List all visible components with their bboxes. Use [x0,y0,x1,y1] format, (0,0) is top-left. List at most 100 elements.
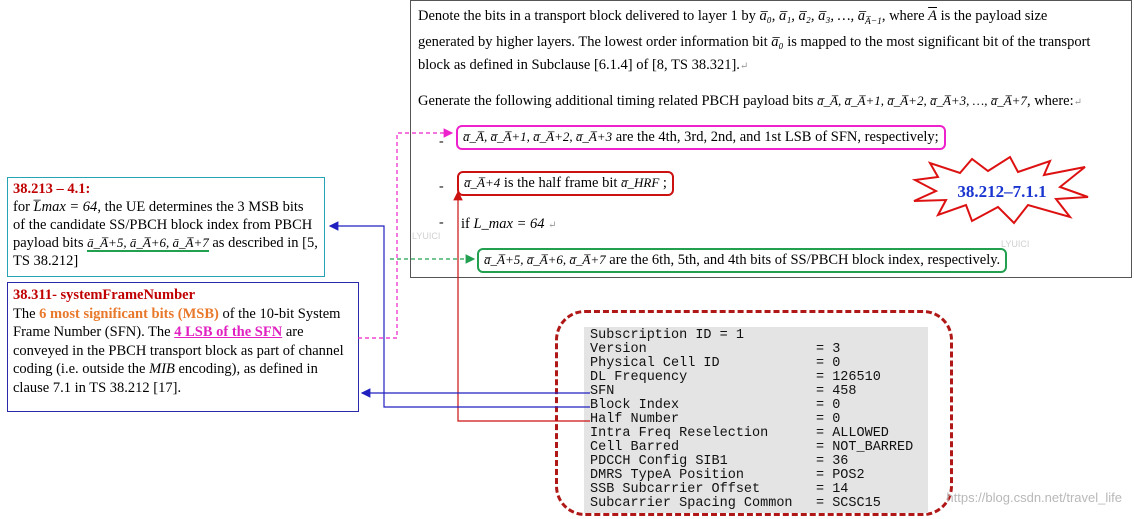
body-text: , the UE determines the 3 MSB bits of th… [13,199,313,251]
ssb-index-highlight: a̅_A̅+5, a̅_A̅+6, a̅_A̅+7 are the 6th, 5… [477,248,1008,273]
mib-field-value: 3 [832,342,841,357]
body-text: are conveyed in the PBCH transport block… [13,324,344,377]
timing-payload-bits: a̅_A̅, a̅_A̅+1, a̅_A̅+2, a̅_A̅+3, …, a̅_… [817,93,1027,108]
sfn-lsb-highlight: a̅_A̅, a̅_A̅+1, a̅_A̅+2, a̅_A̅+3 are the… [456,125,946,150]
hrf-bit-symbol: a̅_HRF [621,175,660,190]
mib-row: PDCCH Config SIB1= 36 [590,455,848,469]
mib-row: Physical Cell ID = 0 [590,357,840,371]
spec-text: is mapped to the most significant bit of… [787,34,1091,50]
spec-text: th, 3rd, 2nd, and 1st LSB of SFN, respec… [665,129,939,145]
half-frame-bit-symbol: a̅_A̅+4 [464,175,501,190]
sfn-lsb-bits: a̅_A̅, a̅_A̅+1, a̅_A̅+2, a̅_A̅+3 [463,129,613,144]
mib-subscription-header: Subscription ID = 1 [590,328,744,343]
spec-text: block as defined in Subclause [6.1.4] of… [418,57,740,73]
spec-paragraph-1-line-2: generated by higher layers. The lowest o… [418,33,1090,51]
mib-term: MIB [149,361,175,377]
mib-field-value: 126510 [832,370,881,385]
mib-field-value: 0 [832,412,841,427]
mib-equals: = [816,398,833,413]
spec-text: are the 6th, 5th, and 4th bits of SS/PBC… [609,252,1001,268]
mib-row: SFN = 458 [590,385,857,399]
body-text: of the 10-bit System Frame Number (SFN).… [13,305,341,341]
mib-field-value: 0 [832,356,841,371]
spec-text: if [461,216,470,232]
mib-field-value: 36 [832,454,849,469]
mib-row: Intra Freq Reselection= ALLOWED [590,427,889,441]
mib-field-name: Version [590,342,647,357]
spec-reference-starburst: 38.212–7.1.1 [911,155,1089,225]
mib-equals: = [816,496,833,511]
mib-field-value: 0 [832,398,841,413]
half-frame-bit-highlight: a̅_A̅+4 is the half frame bit a̅_HRF ; [457,171,674,196]
mib-field-value: 458 [832,384,857,399]
mib-field-name: Cell Barred [590,440,680,455]
mib-equals: = [816,356,833,371]
mib-field-name: Subcarrier Spacing Common [590,496,793,511]
body-text: encoding), as defined in clause 7.1 in T… [13,361,318,396]
sfn-msb-highlight: 6 most significant bits (MSB) [39,305,219,322]
payload-size-symbol: A [928,8,937,24]
spec-paragraph-1-line-1: Denote the bits in a transport block del… [418,7,1047,31]
ssb-msb-bits: ā_A̅+5, ā_A̅+6, ā_A̅+7 [87,235,209,252]
mib-field-value: ALLOWED [832,426,889,441]
mib-equals: = [816,412,833,427]
lmax-expression: L_max = 64 [473,216,545,232]
lmax-expression: L̅max = 64 [33,199,98,215]
mib-row: DL Frequency = 126510 [590,371,881,385]
spec-text: Denote the bits in a transport block del… [418,8,756,24]
mib-row: Block Index = 0 [590,399,840,413]
starburst-shape [911,155,1089,225]
ts-38-213-box: 38.213 – 4.1: for L̅max = 64, the UE det… [7,177,325,277]
body-text: for [13,199,30,215]
mib-row: Subcarrier Spacing Common = SCSC15 [590,497,881,511]
faint-watermark: LYUICI [412,231,441,241]
spec-paragraph-1-line-3: block as defined in Subclause [6.1.4] of… [418,57,749,73]
mib-row: Version = 3 [590,343,840,357]
mib-field-name: Intra Freq Reselection [590,426,769,441]
starburst-label: 38.212–7.1.1 [957,182,1046,201]
mib-field-name: SFN [590,384,615,399]
list-dash: - [439,134,444,149]
ts-38-331-title: 38.311- systemFrameNumber [13,287,196,303]
sfn-lsb-highlight-text: 4 LSB of the SFN [174,324,283,340]
mib-field-name: PDCCH Config SIB1 [590,454,728,469]
spec-text: generated by higher layers. The lowest o… [418,34,768,50]
spec-text: , where [881,8,925,24]
mib-row: Half Number = 0 [590,413,840,427]
bit-a0-symbol: a̅₀ [771,34,784,50]
mib-equals: = [816,370,833,385]
mib-field-name: Block Index [590,398,680,413]
list-dash: - [439,215,444,230]
mib-equals: = [816,384,833,399]
mib-field-name: Physical Cell ID [590,356,720,371]
ts-38-331-box: 38.311- systemFrameNumber The 6 most sig… [7,282,359,412]
spec-text: is the payload size [940,8,1048,24]
mib-equals: = [816,342,833,357]
mib-field-name: DL Frequency [590,370,688,385]
spec-text: Generate the following additional timing… [418,93,814,109]
body-text: as described in [5, TS 38.212] [13,235,318,269]
mib-row: Cell Barred= NOT_BARRED [590,441,913,455]
spec-text: , where: [1026,93,1074,109]
spec-paragraph-2: Generate the following additional timing… [418,93,1083,109]
list-dash: - [439,179,444,194]
mib-field-value: NOT_BARRED [832,440,914,455]
ssb-index-bits: a̅_A̅+5, a̅_A̅+6, a̅_A̅+7 [484,252,606,267]
spec-excerpt-box: Denote the bits in a transport block del… [410,0,1132,278]
ts-38-213-title: 38.213 – 4.1: [13,181,91,197]
spec-text: are the 4 [615,129,666,145]
mib-field-value: SCSC15 [832,496,881,511]
mib-equals: = [816,468,833,483]
ts-38-213-body: for L̅max = 64, the UE determines the 3 … [13,198,319,270]
mib-equals: = [816,482,833,497]
watermark: https://blog.csdn.net/travel_life [946,490,1122,505]
mib-field-value: 14 [832,482,849,497]
mib-row: DMRS TypeA Position= POS2 [590,469,865,483]
mib-field-name: DMRS TypeA Position [590,468,744,483]
mib-field-name: Half Number [590,412,680,427]
spec-text: is the half frame bit [503,175,618,191]
ts-38-331-body: The 6 most significant bits (MSB) of the… [13,305,353,398]
lmax-condition: if L_max = 64 ↵ [461,216,557,232]
bit-subscript: A̅−1 [865,16,882,27]
